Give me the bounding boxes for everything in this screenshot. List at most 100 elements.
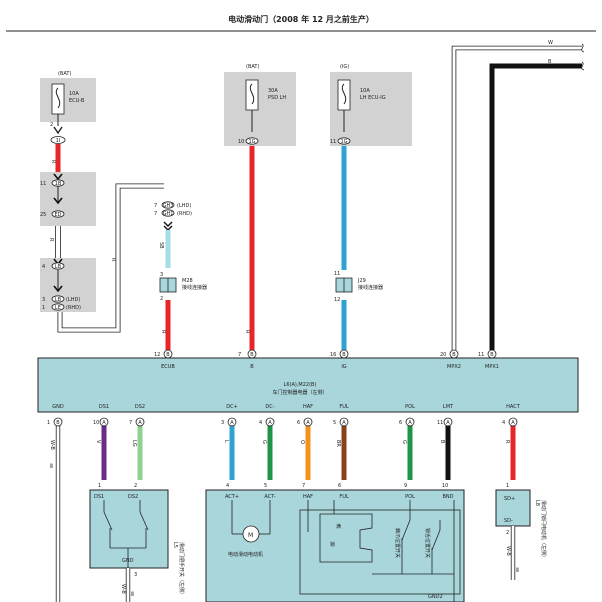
svg-text:J29: J29 — [357, 278, 366, 284]
ecu-bottom-pin-conn-8: A — [446, 420, 450, 426]
motor-pin-num-5: 10 — [442, 483, 448, 489]
motor-pin-num-4: 9 — [404, 483, 407, 489]
svg-text:R: R — [244, 330, 250, 334]
svg-text:LB: LB — [55, 297, 62, 303]
ecu-bottom-pin-label-3: DC+ — [226, 404, 238, 410]
ecu-box: L6(A),M22(B) 车门控制器电器（左侧） B12ECUBB7BB16IG… — [37, 349, 579, 413]
left-chain: 2 1I R 11 1B 25 ED R 4 LB 3 LB (LHD) 1 L… — [40, 114, 164, 333]
ecu-bottom-pin-9 — [508, 417, 518, 427]
svg-text:满: 满 — [336, 523, 341, 530]
ecu-bottom-pin-conn-9: A — [511, 420, 515, 426]
svg-text:11: 11 — [40, 181, 46, 187]
ecu-top-pin-label-0: ECUB — [161, 364, 175, 370]
ecu-bottom-pin-conn-0: B — [56, 420, 60, 426]
fuse-ig-rating: 10A — [360, 88, 370, 94]
ecu-bottom-pin-label-2: DS2 — [135, 404, 145, 410]
svg-text:R: R — [110, 258, 116, 262]
svg-text:DS1: DS1 — [94, 494, 104, 500]
psd-column: 10 1G R — [238, 110, 259, 350]
svg-text:GND2: GND2 — [428, 594, 443, 600]
ecu-top-pin-conn-0: B — [166, 352, 170, 358]
motor-pin-num-2: 7 — [302, 483, 305, 489]
svg-text:滑动门把手开关（左侧）: 滑动门把手开关（左侧） — [178, 542, 185, 597]
svg-text:4: 4 — [42, 264, 45, 270]
ecu-top-pin-label-1: B — [250, 364, 254, 370]
ecu-bottom-pin-conn-3: A — [230, 420, 234, 426]
svg-text:LE: LE — [55, 305, 61, 311]
ecu-top-pin-label-4: MPX1 — [485, 364, 499, 370]
ecu-top-pin-2 — [339, 349, 349, 359]
motor-pin-label-1: ACT- — [264, 494, 275, 500]
ecub-column: 7 GH3 (LHD) 7 GH1 (RHD) SB 3 M28 接线连接器 2… — [154, 201, 207, 350]
fuse-ecub: (BAT) 10A ECU-B — [40, 71, 96, 122]
ecu-bottom-pin-num-2: 7 — [129, 420, 132, 426]
svg-text:SB: SB — [158, 242, 164, 249]
ecu-bottom-pin-conn-4: A — [268, 420, 272, 426]
svg-text:B: B — [548, 59, 552, 65]
right-unit: 1 SD+ SD- 2 W-B Ⅱ L8 滑动门锁闩电动机（左侧） — [495, 483, 547, 580]
ecu-top-pin-0 — [163, 349, 173, 359]
mpx-wires: W B — [451, 40, 585, 350]
fuse-ecub-rating: 10A — [69, 91, 79, 97]
ecu-bottom-pin-0 — [53, 417, 63, 427]
ecu-bottom-wire-label-4: G — [261, 440, 267, 444]
ecu-bottom-pin-label-9: HACT — [506, 404, 521, 410]
ecu-bottom-pin-5 — [303, 417, 313, 427]
svg-text:(RHD): (RHD) — [177, 211, 192, 217]
ecu-bottom-pin-num-9: 4 — [502, 420, 505, 426]
ecu-bottom-pin-num-7: 6 — [399, 420, 402, 426]
ecu-top-pin-label-2: IG — [341, 364, 346, 370]
ecu-top-pin-conn-2: B — [342, 352, 346, 358]
ecu-bottom-pin-num-4: 4 — [259, 420, 262, 426]
svg-text:(LHD): (LHD) — [177, 203, 191, 209]
svg-text:2: 2 — [50, 122, 53, 128]
svg-text:电动滑动电动机: 电动滑动电动机 — [228, 551, 263, 558]
ecu-bottom-wire-label-3: L — [223, 440, 229, 443]
ecu-bottom-pin-conn-1: A — [102, 420, 106, 426]
svg-text:M28: M28 — [182, 278, 193, 284]
svg-text:GH1: GH1 — [163, 211, 174, 217]
svg-text:1G: 1G — [340, 139, 347, 145]
fuse-ig: (IG) 10A LH ECU-IG — [330, 64, 412, 146]
fuse-ecub-source: (BAT) — [58, 71, 71, 77]
svg-text:ED: ED — [54, 212, 61, 218]
ecu-bottom-wire-label-6: BR — [335, 440, 341, 447]
ecu-desc: 车门控制器电器（左侧） — [272, 389, 327, 396]
ecu-bottom-pin-1 — [99, 417, 109, 427]
motor-pin-label-4: POL — [405, 494, 415, 500]
svg-text:1: 1 — [42, 305, 45, 311]
motor-pin-label-2: HAF — [303, 494, 313, 500]
svg-text:Ⅱ: Ⅱ — [131, 591, 134, 598]
ecu-name: L6(A),M22(B) — [284, 382, 317, 388]
motor-pin-label-3: FUL — [339, 494, 349, 500]
motor-pin-label-5: BND — [442, 494, 453, 500]
ecu-bottom-wire-label-0: W-B — [49, 440, 55, 450]
ecu-top-pin-num-4: 11 — [478, 352, 484, 358]
svg-text:11: 11 — [334, 271, 340, 277]
ecu-bottom-pin-conn-7: A — [408, 420, 412, 426]
fuse-psd: (BAT) 30A PSD LH — [224, 64, 296, 146]
svg-text:(LHD): (LHD) — [66, 297, 80, 303]
ecu-bottom-pin-6 — [339, 417, 349, 427]
ecu-bottom-wire-label-2: LG — [131, 440, 137, 447]
svg-text:锁舌位置开关: 锁舌位置开关 — [424, 528, 431, 558]
motor-pin-label-0: ACT+ — [225, 494, 239, 500]
svg-text:(RHD): (RHD) — [66, 305, 81, 311]
ecu-bottom-pin-num-5: 6 — [297, 420, 300, 426]
motor-pin-num-3: 6 — [338, 483, 341, 489]
svg-text:R: R — [50, 160, 56, 164]
ecu-top-pin-num-1: 7 — [238, 352, 241, 358]
ecu-top-pin-conn-3: B — [452, 352, 456, 358]
svg-text:3: 3 — [42, 297, 45, 303]
svg-text:GH3: GH3 — [163, 203, 174, 209]
fuse-ig-name: LH ECU-IG — [360, 95, 386, 101]
svg-text:7: 7 — [154, 203, 157, 209]
svg-text:12: 12 — [334, 297, 340, 303]
ecu-bottom-pin-num-6: 5 — [333, 420, 336, 426]
ecu-bottom-pin-4 — [265, 417, 275, 427]
ecu-bottom-pin-num-8: 11 — [437, 420, 443, 426]
